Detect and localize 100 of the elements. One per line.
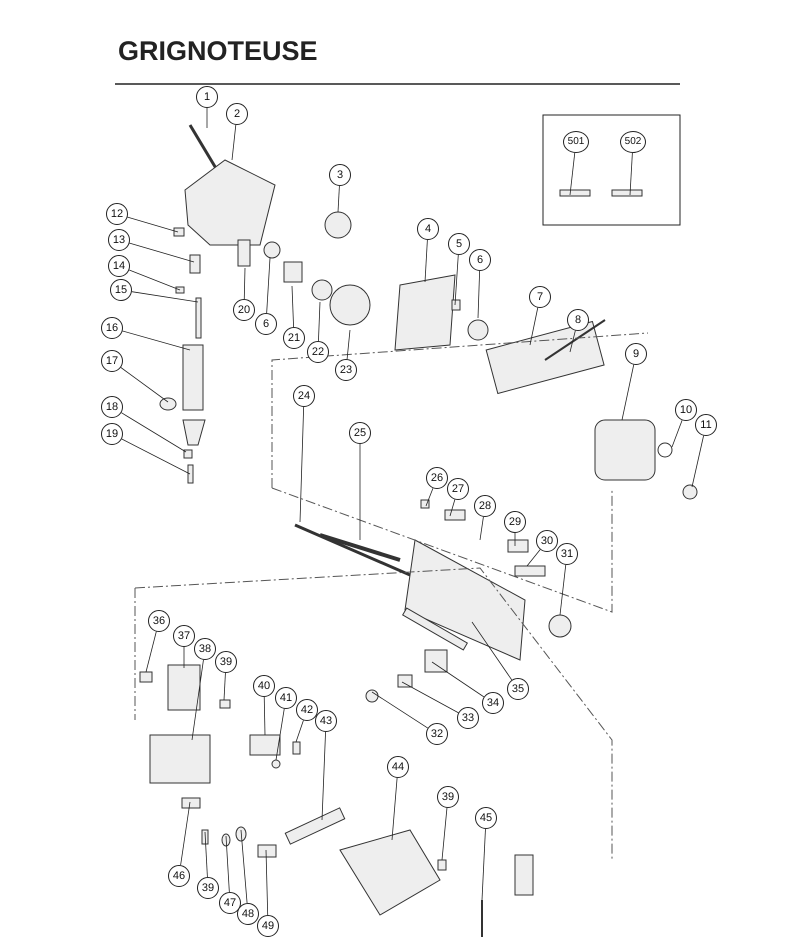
callout-number: 30 [536, 530, 558, 552]
callout-number: 25 [349, 422, 371, 444]
callout-number: 39 [215, 651, 237, 673]
callout-number: 3 [329, 164, 351, 186]
callout-number: 12 [106, 203, 128, 225]
callout-number: 38 [194, 638, 216, 660]
leader-line [530, 307, 538, 346]
leader-line [570, 152, 576, 196]
callout-number: 44 [387, 756, 409, 778]
leader-line [120, 367, 168, 402]
leader-line [292, 286, 294, 328]
callout-number: 4 [417, 218, 439, 240]
callout-number: 19 [101, 423, 123, 445]
leader-line [121, 438, 190, 474]
leader-line [322, 732, 326, 820]
leader-line [266, 258, 270, 314]
leader-line [129, 242, 194, 262]
leader-line [372, 692, 428, 728]
callout-number: 48 [237, 903, 259, 925]
leader-line [482, 828, 486, 900]
leader-line [244, 268, 246, 300]
leader-line [672, 420, 682, 448]
leader-line [264, 696, 266, 736]
leader-line [240, 830, 248, 904]
leader-line [146, 631, 157, 672]
callout-number: 17 [101, 350, 123, 372]
leader-line [450, 499, 456, 516]
leader-line [296, 720, 304, 742]
leader-line [630, 152, 633, 196]
callout-number: 29 [504, 511, 526, 533]
leader-line [204, 832, 208, 878]
callout-number: 34 [482, 692, 504, 714]
leader-line [442, 808, 448, 860]
callout-number: 42 [296, 699, 318, 721]
callout-number: 16 [101, 317, 123, 339]
callout-number: 13 [108, 229, 130, 251]
leader-line [392, 778, 398, 840]
leader-line [426, 488, 434, 506]
leader-line [560, 564, 566, 616]
leader-line [692, 435, 704, 488]
callout-number: 39 [197, 877, 219, 899]
callout-number: 37 [173, 625, 195, 647]
leader-line [480, 516, 484, 540]
callout-number: 36 [148, 610, 170, 632]
leader-line [318, 302, 320, 342]
callout-number: 2 [226, 103, 248, 125]
callout-number: 43 [315, 710, 337, 732]
leader-line [454, 254, 459, 306]
callout-number: 31 [556, 543, 578, 565]
leader-line [232, 124, 236, 160]
callout-number: 27 [447, 478, 469, 500]
callout-number: 20 [233, 299, 255, 321]
leader-line [622, 364, 634, 420]
callout-number: 46 [168, 865, 190, 887]
callout-number: 21 [283, 327, 305, 349]
leader-line [472, 622, 512, 680]
callout-number: 33 [457, 707, 479, 729]
leader-line [276, 708, 285, 760]
leader-line [128, 270, 180, 290]
callout-number: 47 [219, 892, 241, 914]
callout-number: 41 [275, 687, 297, 709]
callout-number: 1 [196, 86, 218, 108]
leader-line [266, 850, 268, 916]
callout-number: 23 [335, 359, 357, 381]
callout-number: 18 [101, 396, 123, 418]
callout-number: 501 [563, 131, 589, 153]
leader-line [300, 406, 304, 522]
leader-line [346, 330, 350, 360]
leader-line [180, 802, 190, 866]
callout-number: 15 [110, 279, 132, 301]
callout-number: 24 [293, 385, 315, 407]
callout-number: 32 [426, 723, 448, 745]
callout-number: 26 [426, 467, 448, 489]
callout-number: 28 [474, 495, 496, 517]
callout-number: 5 [448, 233, 470, 255]
leader-line [224, 672, 226, 700]
leader-line [121, 412, 186, 452]
callout-number: 10 [675, 399, 697, 421]
leader-line [338, 186, 340, 212]
callout-number: 14 [108, 255, 130, 277]
leader-line [127, 216, 178, 232]
leader-line [192, 660, 204, 740]
callout-number: 49 [257, 915, 279, 937]
callout-number: 11 [695, 414, 717, 436]
callout-number: 6 [255, 313, 277, 335]
callout-number: 7 [529, 286, 551, 308]
callout-number: 8 [567, 309, 589, 331]
title: GRIGNOTEUSE [118, 36, 318, 67]
callout-number: 39 [437, 786, 459, 808]
leader-line [478, 270, 480, 318]
callout-number: 9 [625, 343, 647, 365]
leader-line [122, 330, 190, 350]
callout-number: 502 [620, 131, 646, 153]
leader-line [402, 682, 459, 714]
leader-line [514, 532, 516, 546]
callout-number: 6 [469, 249, 491, 271]
leader-line [526, 549, 541, 566]
leader-line [226, 836, 230, 892]
callout-number: 45 [475, 807, 497, 829]
leader-line [570, 330, 576, 352]
